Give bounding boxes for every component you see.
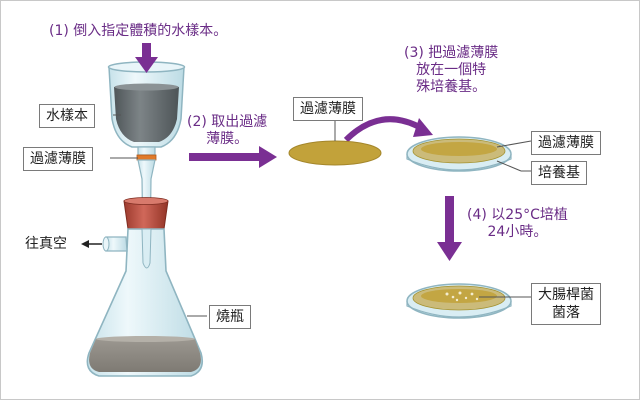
- arrow-step1: [135, 43, 158, 73]
- arrow-step2: [189, 146, 277, 168]
- step-4-text: (4) 以25°C培植 24小時。: [467, 207, 568, 241]
- label-colony: 大腸桿菌 菌落: [531, 283, 601, 325]
- label-colony-line-2: 菌落: [552, 305, 580, 321]
- step-2-text: (2) 取出過濾 薄膜。: [187, 114, 267, 148]
- step-4-line-1: (4) 以25°C培植: [467, 207, 568, 223]
- step-3-line-2: 放在一個特: [416, 62, 487, 78]
- step-2-line-1: (2) 取出過濾: [187, 114, 268, 130]
- label-membrane-middle: 過濾薄膜: [293, 97, 363, 121]
- vacuum-arrow: [81, 240, 102, 248]
- label-medium: 培養基: [531, 161, 587, 185]
- bacteria-colonies: [445, 291, 479, 302]
- flask: [86, 228, 204, 377]
- petri-dish-bottom: [406, 283, 512, 319]
- step-4-line-2: 24小時。: [487, 224, 548, 240]
- leader-membrane-right: [496, 140, 532, 148]
- rubber-stopper: [123, 197, 169, 230]
- petri-dish-top: [406, 136, 512, 172]
- label-membrane-right: 過濾薄膜: [531, 131, 601, 155]
- label-flask: 燒瓶: [209, 305, 251, 329]
- step-3-line-3: 殊培養基。: [416, 79, 487, 95]
- arrow-step4: [437, 196, 462, 261]
- step-2-line-2: 薄膜。: [206, 131, 249, 147]
- label-colony-line-1: 大腸桿菌: [538, 287, 594, 303]
- arrow-step3: [343, 116, 433, 143]
- step-3-text: (3) 把過濾薄膜 放在一個特 殊培養基。: [404, 45, 498, 96]
- leader-medium: [496, 160, 522, 172]
- membrane-disc: [288, 140, 382, 166]
- funnel-membrane: [136, 154, 157, 161]
- label-vacuum: 往真空: [25, 236, 67, 252]
- label-filter-membrane-left: 過濾薄膜: [23, 147, 93, 171]
- water-in-funnel: [114, 87, 179, 142]
- label-water-sample: 水樣本: [39, 104, 95, 128]
- step-3-line-1: (3) 把過濾薄膜: [404, 45, 499, 61]
- step-1-text: (1) 倒入指定體積的水樣本。: [49, 23, 228, 39]
- flask-liquid: [89, 339, 201, 372]
